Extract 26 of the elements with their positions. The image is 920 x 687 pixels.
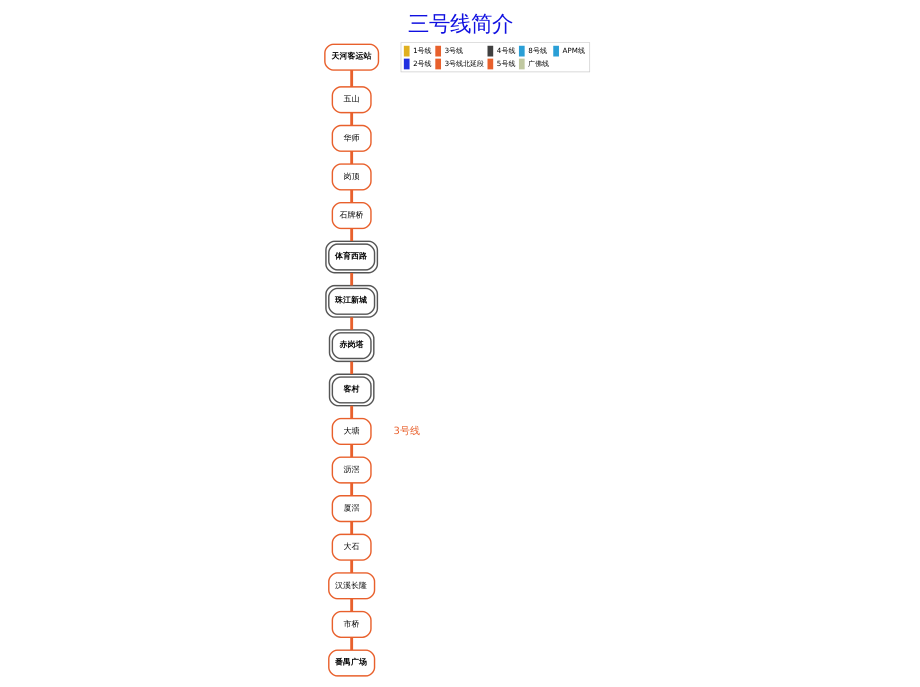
connector [350,482,353,496]
legend-label: 1号线 [412,46,432,55]
connector [350,272,353,286]
connector [350,444,353,457]
legend-label: 4号线 [496,46,515,55]
legend-label: 2号线 [412,58,432,68]
legend-label: 5号线 [496,58,515,68]
connector [350,317,353,330]
connector [350,406,353,418]
connector [350,362,353,374]
connector [350,228,353,242]
connector [350,598,353,612]
connector [350,151,353,164]
connector [350,190,353,202]
legend-label: 3号线 [444,46,463,55]
label: 3号线 [393,426,420,438]
diagram-title: 三号线简介 [408,12,512,38]
legend-label: 8号线 [528,46,546,55]
connector [350,70,353,87]
connector [350,112,353,126]
legend-label: 广佛线 [528,58,549,68]
legend-label: 3号线北延段 [444,58,484,68]
legend-label: APM线 [562,46,584,55]
connector [350,637,353,650]
connector [350,560,353,573]
connector [350,522,353,534]
